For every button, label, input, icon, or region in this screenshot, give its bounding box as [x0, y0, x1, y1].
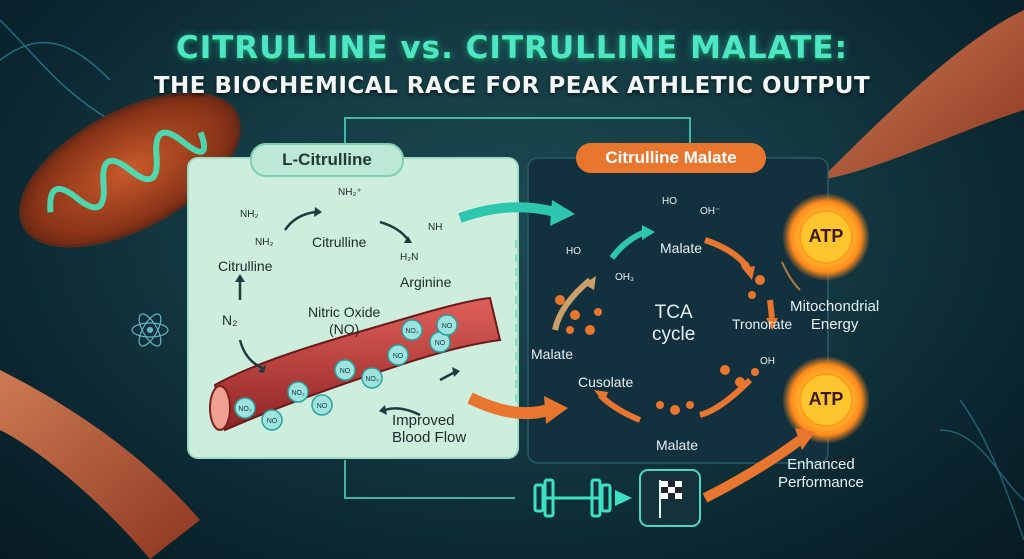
dumbbell-icon	[535, 480, 610, 516]
vessel-particle-label: NO	[267, 418, 278, 425]
citrulline-label-1: Citrulline	[218, 258, 272, 274]
oh-label-2: OH	[760, 356, 775, 367]
finish-flag-icon	[640, 470, 700, 526]
vessel-particle-label: NO	[393, 353, 404, 360]
arginine-label: Arginine	[400, 274, 451, 290]
vessel-particle-label: NO	[340, 368, 351, 375]
muscle-fiber-bottom-left-icon	[0, 370, 200, 559]
sub-title: THE BIOCHEMICAL RACE FOR PEAK ATHLETIC O…	[0, 73, 1024, 99]
right-panel-header: Citrulline Malate	[576, 143, 766, 173]
ho-label-1: HO	[662, 196, 677, 207]
left-panel-header: L-Citrulline	[250, 143, 404, 177]
citrulline-label-2: Citrulline	[312, 234, 366, 250]
connector-bottom	[345, 460, 515, 498]
tronorate-label: Tronorate	[732, 316, 792, 332]
mitochondrial-energy-label: Mitochondrial Energy	[790, 298, 879, 334]
vessel-particle-label: NO₃	[238, 406, 252, 413]
atom-icon	[132, 311, 168, 349]
vessel-particle-label: NO₃	[405, 328, 419, 335]
vessel-particle-label: NO	[317, 403, 328, 410]
malate-left-label: Malate	[531, 346, 573, 362]
dna-helix-right-icon	[940, 400, 1024, 540]
n2-label: N₂	[222, 312, 238, 328]
vessel-particle-label: NO₃	[291, 390, 305, 397]
malate-top-label: Malate	[660, 240, 702, 256]
enhanced-performance-label: Enhanced Performance	[778, 456, 864, 492]
ho-label-2: HO	[566, 246, 581, 257]
nh2-plus-label: NH₂⁺	[338, 187, 362, 198]
malate-bottom-label: Malate	[656, 437, 698, 453]
cusolate-label: Cusolate	[578, 374, 633, 390]
vessel-particle-label: NO	[435, 340, 446, 347]
tca-cycle-label: TCA cycle	[652, 302, 695, 346]
main-title: CITRULLINE vs. CITRULLINE MALATE:	[0, 30, 1024, 66]
vessel-particle-label: NO	[442, 323, 453, 330]
nh-label: NH	[428, 222, 442, 233]
nh2-label-b: NH₂	[255, 237, 273, 248]
atp-label-top: ATP	[796, 226, 856, 247]
nitric-oxide-label: Nitric Oxide (NO)	[308, 304, 380, 338]
atp-label-bottom: ATP	[796, 389, 856, 410]
vessel-particle-label: NO₃	[365, 376, 379, 383]
improved-blood-flow-label: Improved Blood Flow	[392, 412, 466, 446]
oh-label-1: OH⁻	[700, 206, 720, 217]
oh3-label: OH₃	[615, 272, 634, 283]
h2n-label: H₂N	[400, 252, 418, 263]
nh2-label-a: NH₂	[240, 209, 258, 220]
